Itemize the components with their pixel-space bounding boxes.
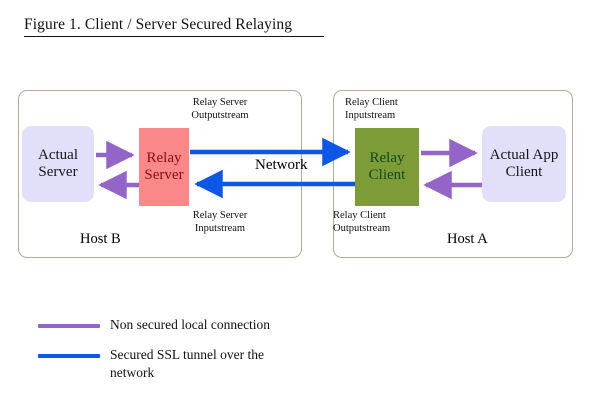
node-relay-client-line2: Client xyxy=(368,167,406,183)
legend-label-ssl-tunnel-line2: network xyxy=(110,364,155,380)
node-actual-server-line1: Actual xyxy=(38,146,78,163)
label-relay-client-outputstream: Relay Client Outputstream xyxy=(333,209,390,236)
label-relay-client-outputstream-line2: Outputstream xyxy=(333,223,391,235)
label-relay-server-inputstream: Relay Server Inputstream xyxy=(172,209,268,236)
node-actual-app-client-line2: Client xyxy=(505,164,543,180)
legend-label-ssl-tunnel-line1: Secured SSL tunnel over the xyxy=(110,347,264,362)
label-relay-client-inputstream-line2: Inputstream xyxy=(345,110,396,122)
host-b-container xyxy=(18,90,302,258)
page-title-underline xyxy=(24,36,324,37)
label-host-a: Host A xyxy=(447,231,488,247)
host-a-container xyxy=(333,90,573,258)
node-relay-client-line1: Relay xyxy=(369,149,405,166)
node-actual-server[interactable]: Actual Server xyxy=(22,126,94,202)
label-network: Network xyxy=(255,157,308,173)
label-relay-server-outputstream-line2: Outputstream xyxy=(191,110,249,122)
node-actual-app-client-line1: Actual App xyxy=(489,146,559,163)
label-host-b: Host B xyxy=(80,231,121,247)
node-actual-app-client[interactable]: Actual App Client xyxy=(482,126,566,202)
label-relay-server-inputstream-line1: Relay Server xyxy=(192,210,248,221)
legend-blue-line-swatch xyxy=(38,354,100,358)
legend-purple-line-swatch xyxy=(38,324,100,328)
label-relay-server-outputstream-line1: Relay Server xyxy=(192,97,248,108)
node-actual-server-line2: Server xyxy=(38,164,78,180)
node-relay-server-line1: Relay xyxy=(146,149,182,166)
node-relay-client[interactable]: Relay Client xyxy=(355,128,419,206)
page-title: Figure 1. Client / Server Secured Relayi… xyxy=(24,16,293,33)
node-relay-server[interactable]: Relay Server xyxy=(139,128,189,206)
label-relay-client-inputstream-line1: Relay Client xyxy=(345,97,398,108)
legend-label-ssl-tunnel: Secured SSL tunnel over the network xyxy=(110,346,325,381)
label-relay-server-outputstream: Relay Server Outputstream xyxy=(172,96,268,123)
label-relay-client-outputstream-line1: Relay Client xyxy=(333,210,386,221)
legend-label-local-connection: Non secured local connection xyxy=(110,317,271,332)
label-relay-client-inputstream: Relay Client Inputstream xyxy=(345,96,398,123)
label-relay-server-inputstream-line2: Inputstream xyxy=(194,223,246,235)
node-relay-server-line2: Server xyxy=(144,167,184,183)
